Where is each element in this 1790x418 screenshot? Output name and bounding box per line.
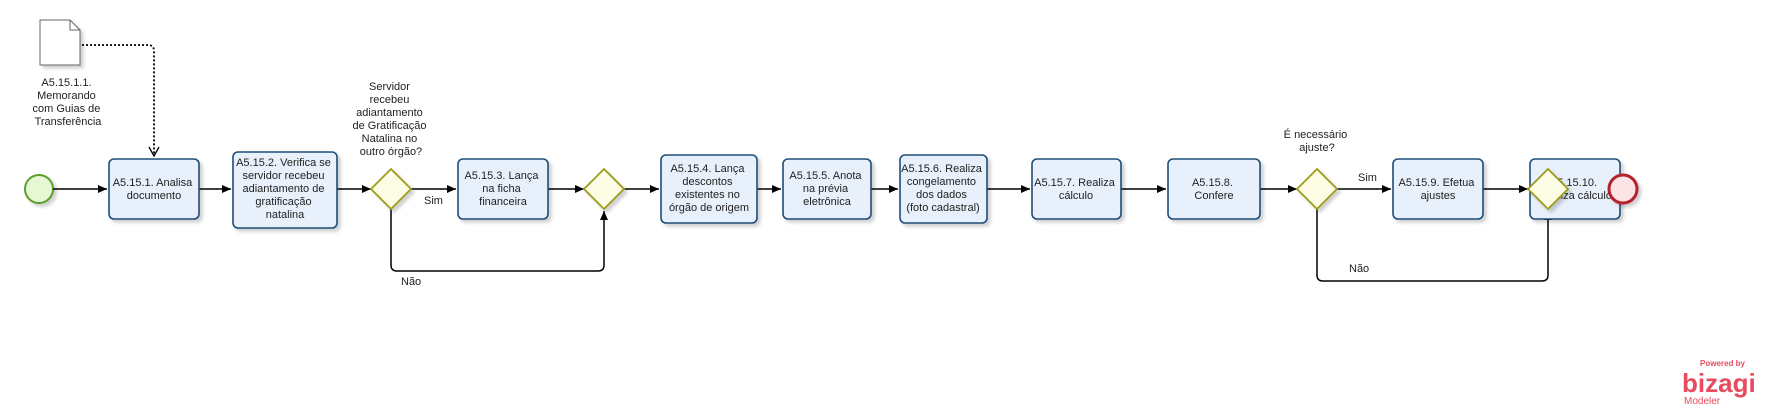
edge-label-g1-no: Não [401, 276, 421, 288]
document-memorando[interactable]: A5.15.1.1. Memorando com Guias de Transf… [33, 19, 104, 128]
task-label: A5.15.8. Confere [1192, 177, 1236, 202]
task-label: A5.15.5. Anota na prévia eletrônica [789, 170, 864, 208]
gateway-servidor-recebeu[interactable]: Servidor recebeu adiantamento de Gratifi… [352, 81, 429, 211]
task-a5-15-3[interactable]: A5.15.3. Lança na ficha financeira [457, 158, 549, 220]
gateway-e-necessario-ajuste[interactable]: É necessário ajuste? [1284, 128, 1351, 211]
task-label: A5.15.2. Verifica se servidor recebeu ad… [236, 157, 334, 221]
gateway-question: É necessário ajuste? [1284, 128, 1351, 154]
task-label: A5.15.9. Efetua ajustes [1399, 177, 1478, 202]
branding-powered: Powered by [1700, 359, 1745, 368]
document-label: A5.15.1.1. Memorando com Guias de Transf… [33, 77, 104, 128]
task-label: A5.15.3. Lança na ficha financeira [464, 170, 541, 208]
task-label: A5.15.6. Realiza congelamento dos dados … [901, 163, 985, 214]
gateway-merge-1[interactable] [582, 167, 626, 211]
task-a5-15-8[interactable]: A5.15.8. Confere [1167, 158, 1261, 220]
task-a5-15-1[interactable]: A5.15.1. Analisa documento [108, 158, 200, 220]
task-a5-15-5[interactable]: A5.15.5. Anota na prévia eletrônica [782, 158, 872, 220]
edge-label-g1-yes: Sim [424, 195, 443, 207]
task-a5-15-2[interactable]: A5.15.2. Verifica se servidor recebeu ad… [232, 151, 338, 229]
branding-name: bizagi [1682, 368, 1756, 398]
edge-label-g3-yes: Sim [1358, 172, 1377, 184]
start-event[interactable] [24, 174, 54, 204]
task-a5-15-6[interactable]: A5.15.6. Realiza congelamento dos dados … [899, 154, 988, 224]
branding-sub: Modeler [1684, 396, 1721, 407]
task-label: A5.15.4. Lança descontos existentes no ó… [669, 163, 749, 214]
gateway-question: Servidor recebeu adiantamento de Gratifi… [352, 81, 429, 158]
gateway-merge-2[interactable] [1526, 167, 1570, 211]
edge-label-g3-no: Não [1349, 263, 1369, 275]
bizagi-branding: Powered by bizagi Modeler [1682, 359, 1756, 407]
task-label: A5.15.7. Realiza cálculo [1034, 177, 1118, 202]
task-a5-15-4[interactable]: A5.15.4. Lança descontos existentes no ó… [660, 154, 758, 224]
task-label: A5.15.1. Analisa documento [113, 177, 196, 202]
end-event[interactable] [1607, 173, 1639, 205]
task-a5-15-7[interactable]: A5.15.7. Realiza cálculo [1031, 158, 1122, 220]
task-a5-15-9[interactable]: A5.15.9. Efetua ajustes [1392, 158, 1484, 220]
